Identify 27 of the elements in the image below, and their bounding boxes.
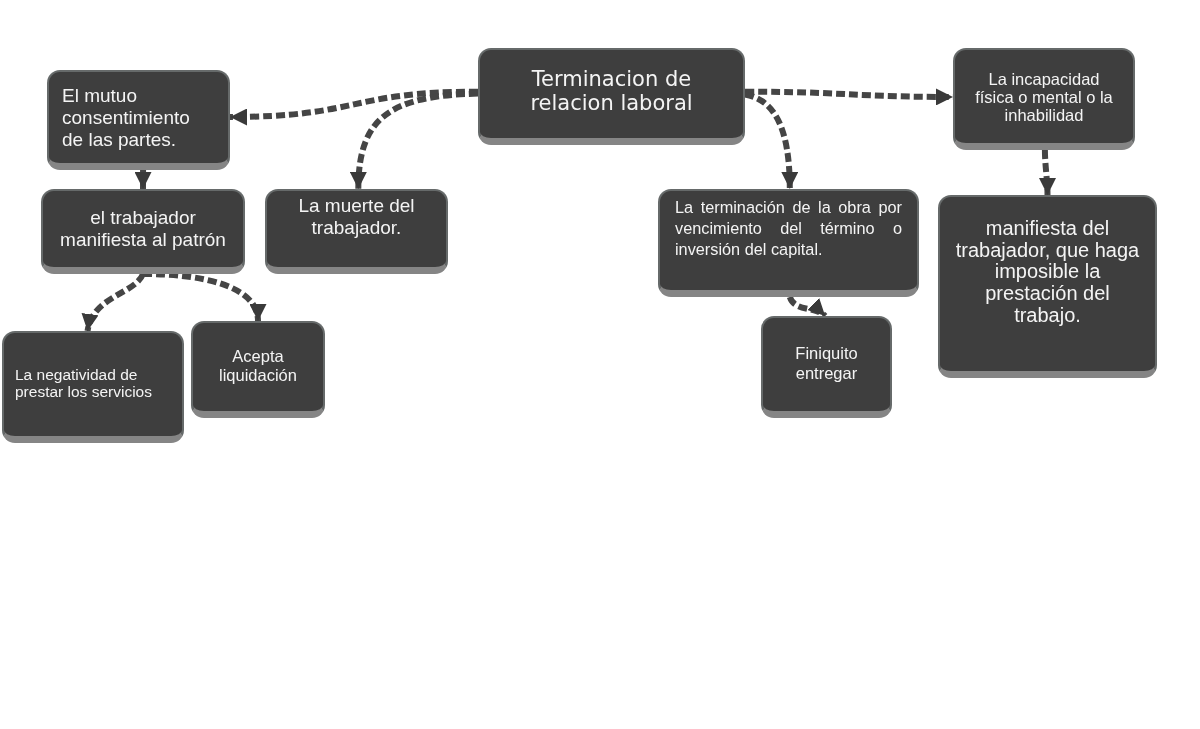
box-text: Acepta liquidación [218,347,298,385]
process-box [41,189,245,274]
dashed-arrow [350,90,479,190]
box-text: Terminacion de relacion laboral [529,67,694,115]
dashed-arrow [134,170,152,189]
process-box [191,321,325,418]
box-text: El mutuo consentimiento de las partes. [62,85,191,151]
dashed-arrow [1038,149,1056,196]
dashed-arrow [83,272,146,332]
process-box [953,48,1135,150]
box-text: La terminación de la obra por vencimiento del término o inversión del capital. [675,197,902,260]
dashed-arrow [745,88,953,106]
process-box [265,189,448,274]
box-text: Finiquito entregar [794,343,859,383]
box-text: el trabajador manifiesta al patrón [59,207,227,251]
process-box [658,189,919,297]
dashed-arrow [229,88,479,126]
dashed-arrow [744,91,798,190]
process-box [2,331,184,443]
box-text: La muerte del trabajador. [297,195,416,239]
box-text: manifiesta del trabajador, que haga imposible la prestación del trabajo. [954,218,1141,327]
process-box [478,48,745,145]
process-box [938,195,1157,378]
box-text: La incapacidad física o mental o la inhabilidad [974,70,1114,124]
box-text: La negatividad de prestar los servicios [15,366,153,400]
process-box [761,316,892,418]
process-box [47,70,230,170]
